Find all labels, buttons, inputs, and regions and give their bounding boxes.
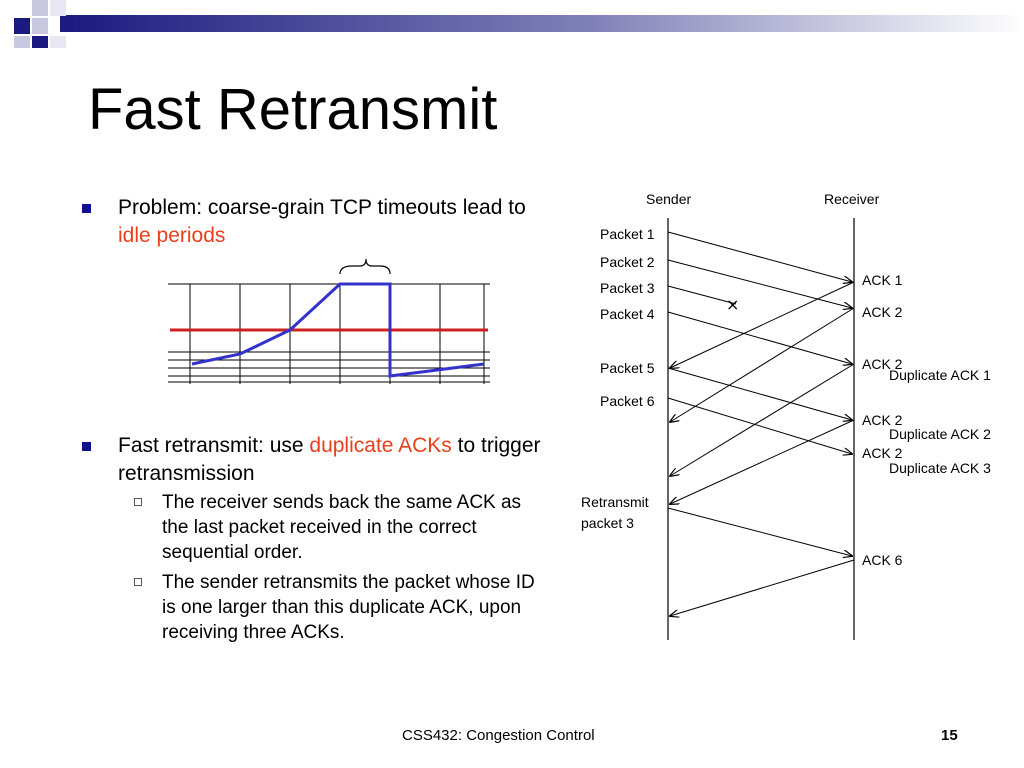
header-gradient-band bbox=[60, 15, 1024, 32]
sender-label: Sender bbox=[646, 191, 691, 207]
chart-grid bbox=[168, 283, 490, 384]
header-square bbox=[32, 18, 48, 34]
congestion-window-line bbox=[191, 282, 485, 378]
packet-arrow bbox=[667, 231, 852, 282]
hollow-square-icon bbox=[134, 498, 142, 506]
sub-bullet-text: The sender retransmits the packet whose … bbox=[162, 572, 535, 643]
duplicate-ack-label: Duplicate ACK 1 bbox=[889, 367, 991, 383]
header-square bbox=[50, 0, 66, 16]
ack-label: ACK 6 bbox=[862, 552, 903, 568]
hollow-square-icon bbox=[134, 578, 142, 586]
header-square bbox=[32, 0, 48, 16]
bullet-text: Fast retransmit: use bbox=[118, 434, 310, 457]
footer-text: CSS432: Congestion Control bbox=[402, 727, 595, 744]
packet-label: packet 3 bbox=[581, 515, 634, 531]
sub-bullet-receiver: The receiver sends back the same ACK as … bbox=[78, 490, 544, 565]
sub-bullet-text: The receiver sends back the same ACK as … bbox=[162, 492, 522, 563]
lost-packet-marker: × bbox=[726, 295, 739, 314]
sequence-diagram: Sender Receiver × Packet 1 Packet 2 Pack… bbox=[581, 191, 991, 640]
message-arrows bbox=[667, 231, 855, 616]
bullet-square-icon bbox=[82, 442, 91, 451]
header-decoration bbox=[14, 0, 1024, 48]
lost-packet-arrow bbox=[667, 285, 737, 305]
slide-title: Fast Retransmit bbox=[88, 77, 498, 142]
packet-label: Packet 1 bbox=[600, 226, 655, 242]
bullet-highlight: idle periods bbox=[118, 224, 226, 247]
receiver-label: Receiver bbox=[824, 191, 880, 207]
packet-label: Packet 5 bbox=[600, 360, 655, 376]
ack-arrow bbox=[670, 281, 855, 368]
sub-bullet-sender: The sender retransmits the packet whose … bbox=[78, 570, 544, 645]
packet-arrow bbox=[667, 397, 852, 454]
ack-label: ACK 1 bbox=[862, 272, 903, 288]
packet-arrow bbox=[667, 367, 852, 420]
ack-label: ACK 2 bbox=[862, 412, 903, 428]
packet-label: Packet 3 bbox=[600, 280, 655, 296]
page-number: 15 bbox=[941, 727, 958, 744]
ack-arrow bbox=[670, 419, 855, 504]
bullet-fast-retransmit: Fast retransmit: use duplicate ACKs to t… bbox=[78, 432, 548, 488]
idle-period-brace bbox=[339, 258, 391, 275]
idle-period-chart bbox=[168, 258, 490, 384]
header-square bbox=[14, 18, 30, 34]
header-square bbox=[50, 36, 66, 48]
bullet-text: to trigger retransmission bbox=[118, 434, 541, 485]
packet-label: Packet 2 bbox=[600, 254, 655, 270]
ack-arrow bbox=[670, 559, 855, 616]
packet-label: Packet 4 bbox=[600, 306, 655, 322]
bullet-square-icon bbox=[82, 204, 91, 213]
packet-label: Packet 6 bbox=[600, 393, 655, 409]
ack-label: ACK 2 bbox=[862, 304, 903, 320]
packet-arrow bbox=[667, 311, 852, 364]
sub-bullet-list: The receiver sends back the same ACK as … bbox=[78, 490, 548, 645]
duplicate-ack-label: Duplicate ACK 3 bbox=[889, 460, 991, 476]
bullet-text: Problem: coarse-grain TCP timeouts lead … bbox=[118, 196, 526, 219]
duplicate-ack-label: Duplicate ACK 2 bbox=[889, 426, 991, 442]
retransmit-arrow bbox=[667, 507, 852, 556]
bullet-problem: Problem: coarse-grain TCP timeouts lead … bbox=[78, 194, 548, 250]
bullet-list: Problem: coarse-grain TCP timeouts lead … bbox=[78, 194, 548, 650]
ack-arrow bbox=[670, 363, 855, 476]
packet-arrow bbox=[667, 259, 852, 308]
header-square bbox=[14, 36, 30, 48]
header-square bbox=[32, 36, 48, 48]
packet-label: Retransmit bbox=[581, 494, 649, 510]
bullet-highlight: duplicate ACKs bbox=[309, 434, 452, 457]
ack-arrow bbox=[670, 307, 855, 422]
ack-label: ACK 2 bbox=[862, 445, 903, 461]
ack-label: ACK 2 bbox=[862, 356, 903, 372]
